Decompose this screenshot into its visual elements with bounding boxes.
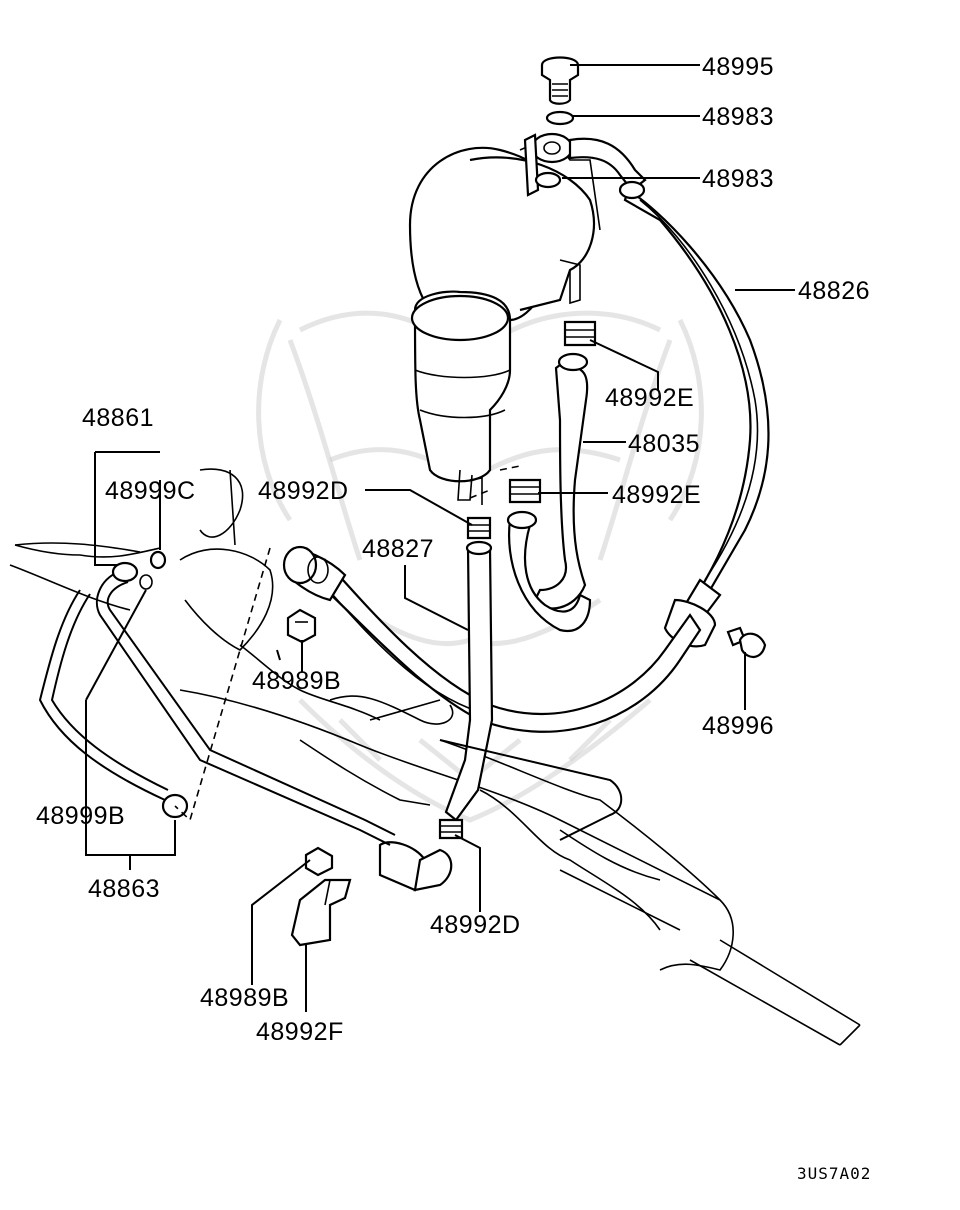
label-48989B-lower: 48989B bbox=[200, 984, 289, 1012]
pressure-hose bbox=[282, 545, 702, 733]
label-48983-lower: 48983 bbox=[702, 165, 774, 193]
dashed-guides bbox=[174, 465, 521, 822]
washer-48983-lower bbox=[534, 171, 562, 189]
label-48996: 48996 bbox=[702, 712, 774, 740]
clamp-48992D-upper bbox=[466, 516, 492, 540]
label-48992D-lower: 48992D bbox=[430, 911, 521, 939]
label-48983-upper: 48983 bbox=[702, 103, 774, 131]
label-48989B-upper: 48989B bbox=[252, 667, 341, 695]
label-48992D-upper: 48992D bbox=[258, 477, 349, 505]
bracket-48992F bbox=[290, 878, 352, 947]
nut-48989B-upper bbox=[286, 608, 317, 644]
label-48863: 48863 bbox=[88, 875, 160, 903]
hose-48035 bbox=[506, 352, 592, 633]
label-48992E-lower: 48992E bbox=[612, 481, 701, 509]
reservoir-tank bbox=[408, 144, 601, 505]
bolt-48996 bbox=[726, 626, 767, 658]
nut-48989B-lower bbox=[304, 846, 334, 877]
label-48992F: 48992F bbox=[256, 1018, 344, 1046]
label-48999C: 48999C bbox=[105, 477, 196, 505]
clamp-48992E-upper bbox=[563, 320, 597, 347]
oring-48999B bbox=[139, 574, 153, 590]
steering-rack bbox=[9, 468, 861, 1046]
leader-lines bbox=[85, 64, 795, 1012]
label-48995: 48995 bbox=[702, 53, 774, 81]
label-48826: 48826 bbox=[798, 277, 870, 305]
oring-48999C bbox=[149, 550, 167, 570]
banjo-bolt-48995 bbox=[540, 56, 580, 105]
return-pipe-fitting bbox=[378, 841, 453, 892]
diagram-code: 3US7A02 bbox=[797, 1164, 871, 1183]
clamp-48992E-lower bbox=[508, 478, 542, 504]
label-48992E-upper: 48992E bbox=[605, 384, 694, 412]
pipe-48861 bbox=[95, 561, 396, 846]
label-48861: 48861 bbox=[82, 404, 154, 432]
label-48035: 48035 bbox=[628, 430, 700, 458]
washer-48983-upper bbox=[545, 110, 575, 126]
clamp-48992D-lower bbox=[438, 818, 464, 840]
label-48827: 48827 bbox=[362, 535, 434, 563]
label-48999B: 48999B bbox=[36, 802, 125, 830]
